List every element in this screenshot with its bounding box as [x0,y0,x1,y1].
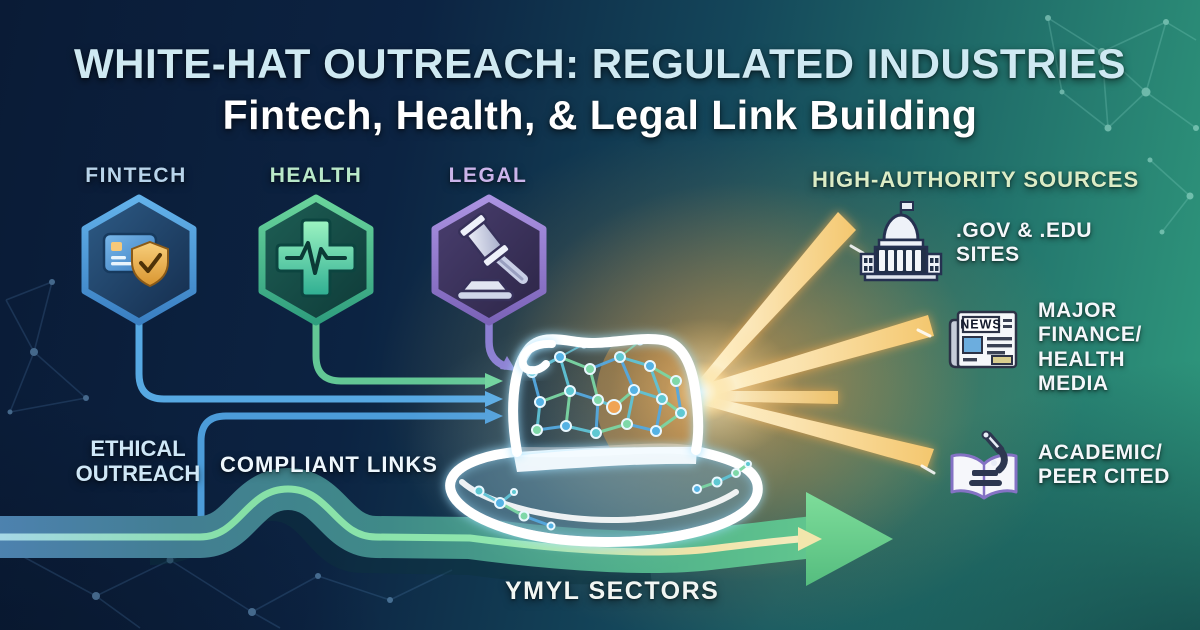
source-label-line: MEDIA [1038,372,1109,396]
constellation-pattern-top-right [1045,15,1199,235]
sector-label-fintech: FINTECH [85,164,187,187]
white-hat-illustration [405,318,795,578]
capitol-building-icon [859,201,943,282]
source-label-line: ACADEMIC/ [1038,441,1163,464]
microscope-book-icon [950,430,1018,500]
credit-card-shield-icon [102,232,169,288]
newspaper-icon: NEWS [948,310,1018,369]
health-flow-line [312,319,490,385]
medical-cross-icon [275,218,357,298]
ethical-outreach-label: ETHICAL OUTREACH [58,436,218,486]
brim-network-left [473,485,556,531]
source-label-line: FINANCE/ [1038,323,1142,347]
ethical-outreach-line: ETHICAL [90,436,186,461]
fintech-flow-line [135,319,490,403]
hat-crown-outline [508,334,704,457]
ray-sparkles [849,244,936,475]
page-subtitle: Fintech, Health, & Legal Link Building [222,92,978,138]
sources-heading: HIGH-AUTHORITY SOURCES [812,167,1140,192]
source-label-line: PEER CITED [1038,465,1171,489]
brim-network-right [692,460,752,494]
fintech-hexagon [81,194,197,326]
gavel-icon [455,212,528,302]
source-label-line: .GOV & .EDU [956,219,1093,242]
compliant-links-label: COMPLIANT LINKS [220,452,438,477]
band-arrowhead [806,492,893,586]
compliant-box-line [197,412,490,538]
hat-top-curl [518,339,556,375]
hat-ribbon-band [514,446,697,472]
ymyl-sectors-label: YMYL SECTORS [505,577,720,605]
source-label-line: SITES [956,243,1020,267]
ethical-outreach-line: OUTREACH [75,460,201,486]
source-label-line: MAJOR [1038,299,1117,322]
sector-label-health: HEALTH [269,164,363,187]
source-label-media: MAJOR FINANCE/ HEALTH MEDIA [1038,299,1142,396]
source-label-gov-edu: .GOV & .EDU SITES [956,219,1092,268]
source-label-line: HEALTH [1038,347,1126,371]
constellation-pattern-left [5,279,89,415]
page-title: WHITE-HAT OUTREACH: REGULATED INDUSTRIES [73,40,1127,87]
microscope-glyph [969,430,1008,486]
health-hexagon [258,194,374,326]
news-badge: NEWS [960,318,1002,332]
band-inner-arrowhead [798,527,822,551]
source-label-academic: ACADEMIC/ PEER CITED [1038,441,1170,490]
legal-hexagon [431,194,547,326]
sector-label-legal: LEGAL [448,164,528,187]
crown-network-mesh [526,339,687,439]
